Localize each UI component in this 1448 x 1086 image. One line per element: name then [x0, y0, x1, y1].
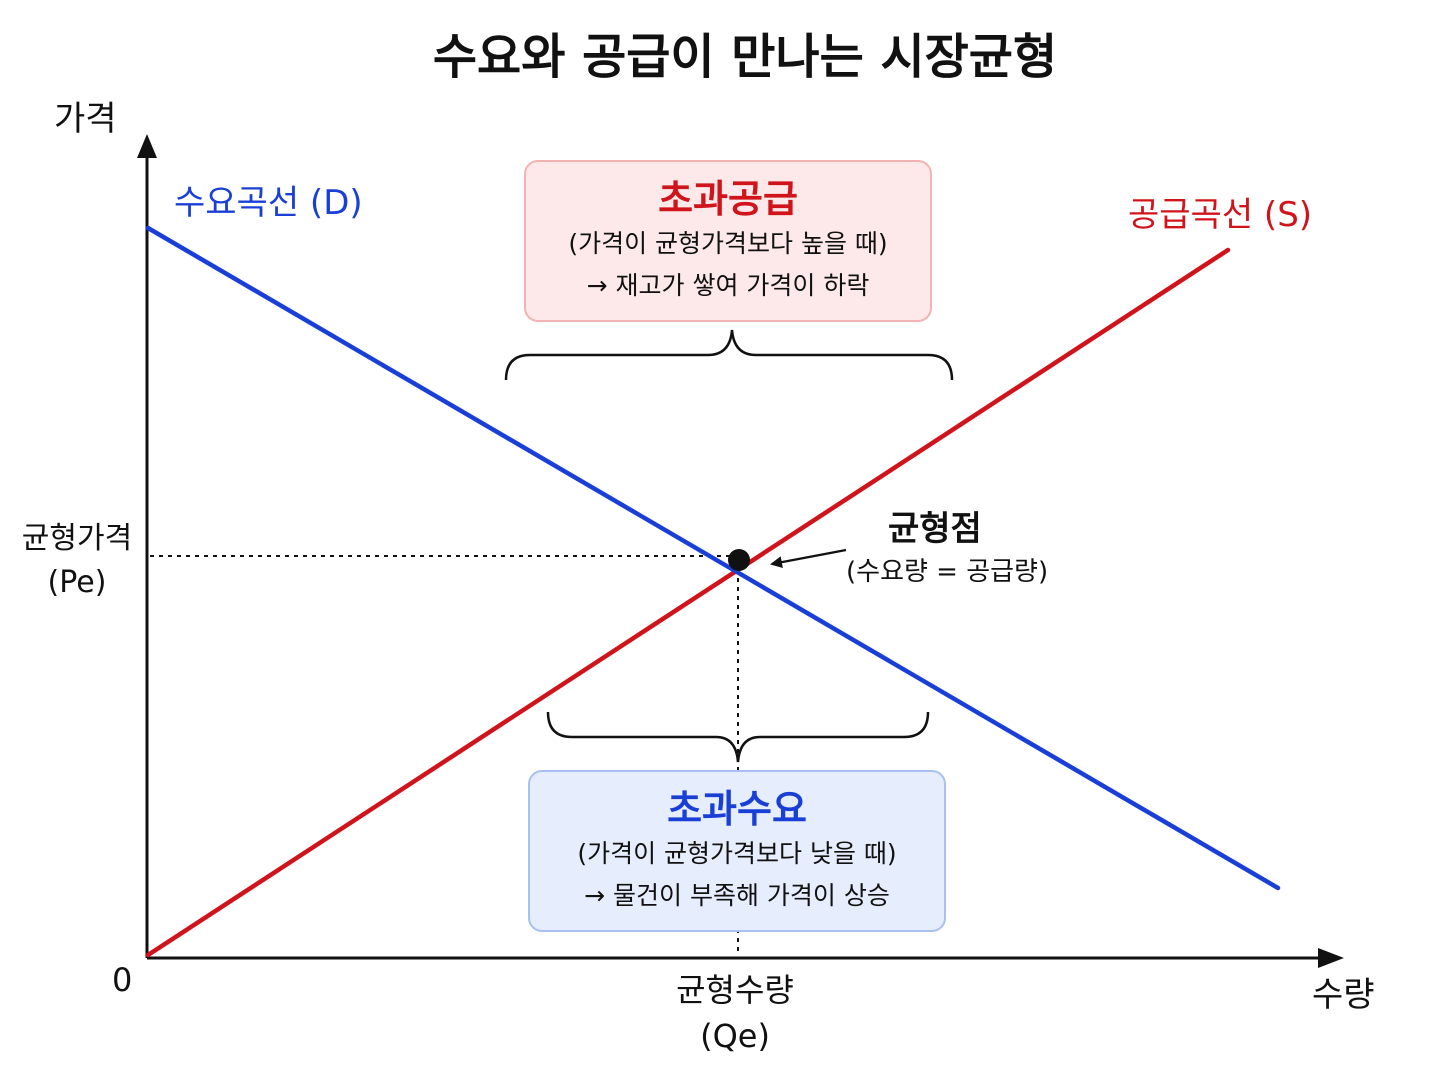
y-axis-arrowhead [137, 134, 157, 158]
equilibrium-price-symbol: (Pe) [47, 565, 107, 600]
equilibrium-quantity-label: 균형수량 [676, 971, 794, 1009]
excess-supply-title: 초과공급 [658, 177, 798, 221]
excess-demand-title: 초과수요 [667, 787, 807, 831]
equilibrium-point-note: (수요량 = 공급량) [846, 557, 1049, 587]
equilibrium-pointer-arrow [770, 548, 847, 569]
origin-label: 0 [112, 961, 133, 999]
excess-supply-box: 초과공급 (가격이 균형가격보다 높을 때) → 재고가 쌓여 가격이 하락 [524, 160, 932, 322]
y-axis-label: 가격 [54, 99, 117, 139]
equilibrium-point [728, 549, 750, 571]
excess-supply-effect: → 재고가 쌓여 가격이 하락 [586, 271, 870, 300]
excess-demand-condition: (가격이 균형가격보다 낮을 때) [577, 839, 897, 868]
supply-curve [145, 247, 1231, 958]
shortage-brace [546, 711, 930, 763]
equilibrium-point-label: 균형점 [888, 509, 982, 549]
x-axis-label: 수량 [1312, 975, 1375, 1015]
equilibrium-quantity-symbol: (Qe) [700, 1017, 770, 1055]
excess-supply-condition: (가격이 균형가격보다 높을 때) [568, 229, 888, 258]
demand-curve [145, 225, 1281, 891]
demand-curve-label: 수요곡선 (D) [174, 183, 363, 223]
excess-demand-box: 초과수요 (가격이 균형가격보다 낮을 때) → 물건이 부족해 가격이 상승 [528, 770, 946, 932]
excess-demand-effect: → 물건이 부족해 가격이 상승 [584, 881, 890, 910]
equilibrium-price-label: 균형가격 [21, 521, 133, 556]
diagram-title: 수요와 공급이 만나는 시장균형 [432, 29, 1058, 85]
surplus-brace [504, 329, 954, 381]
supply-curve-label: 공급곡선 (S) [1128, 195, 1313, 235]
x-axis-arrowhead [1318, 948, 1344, 968]
